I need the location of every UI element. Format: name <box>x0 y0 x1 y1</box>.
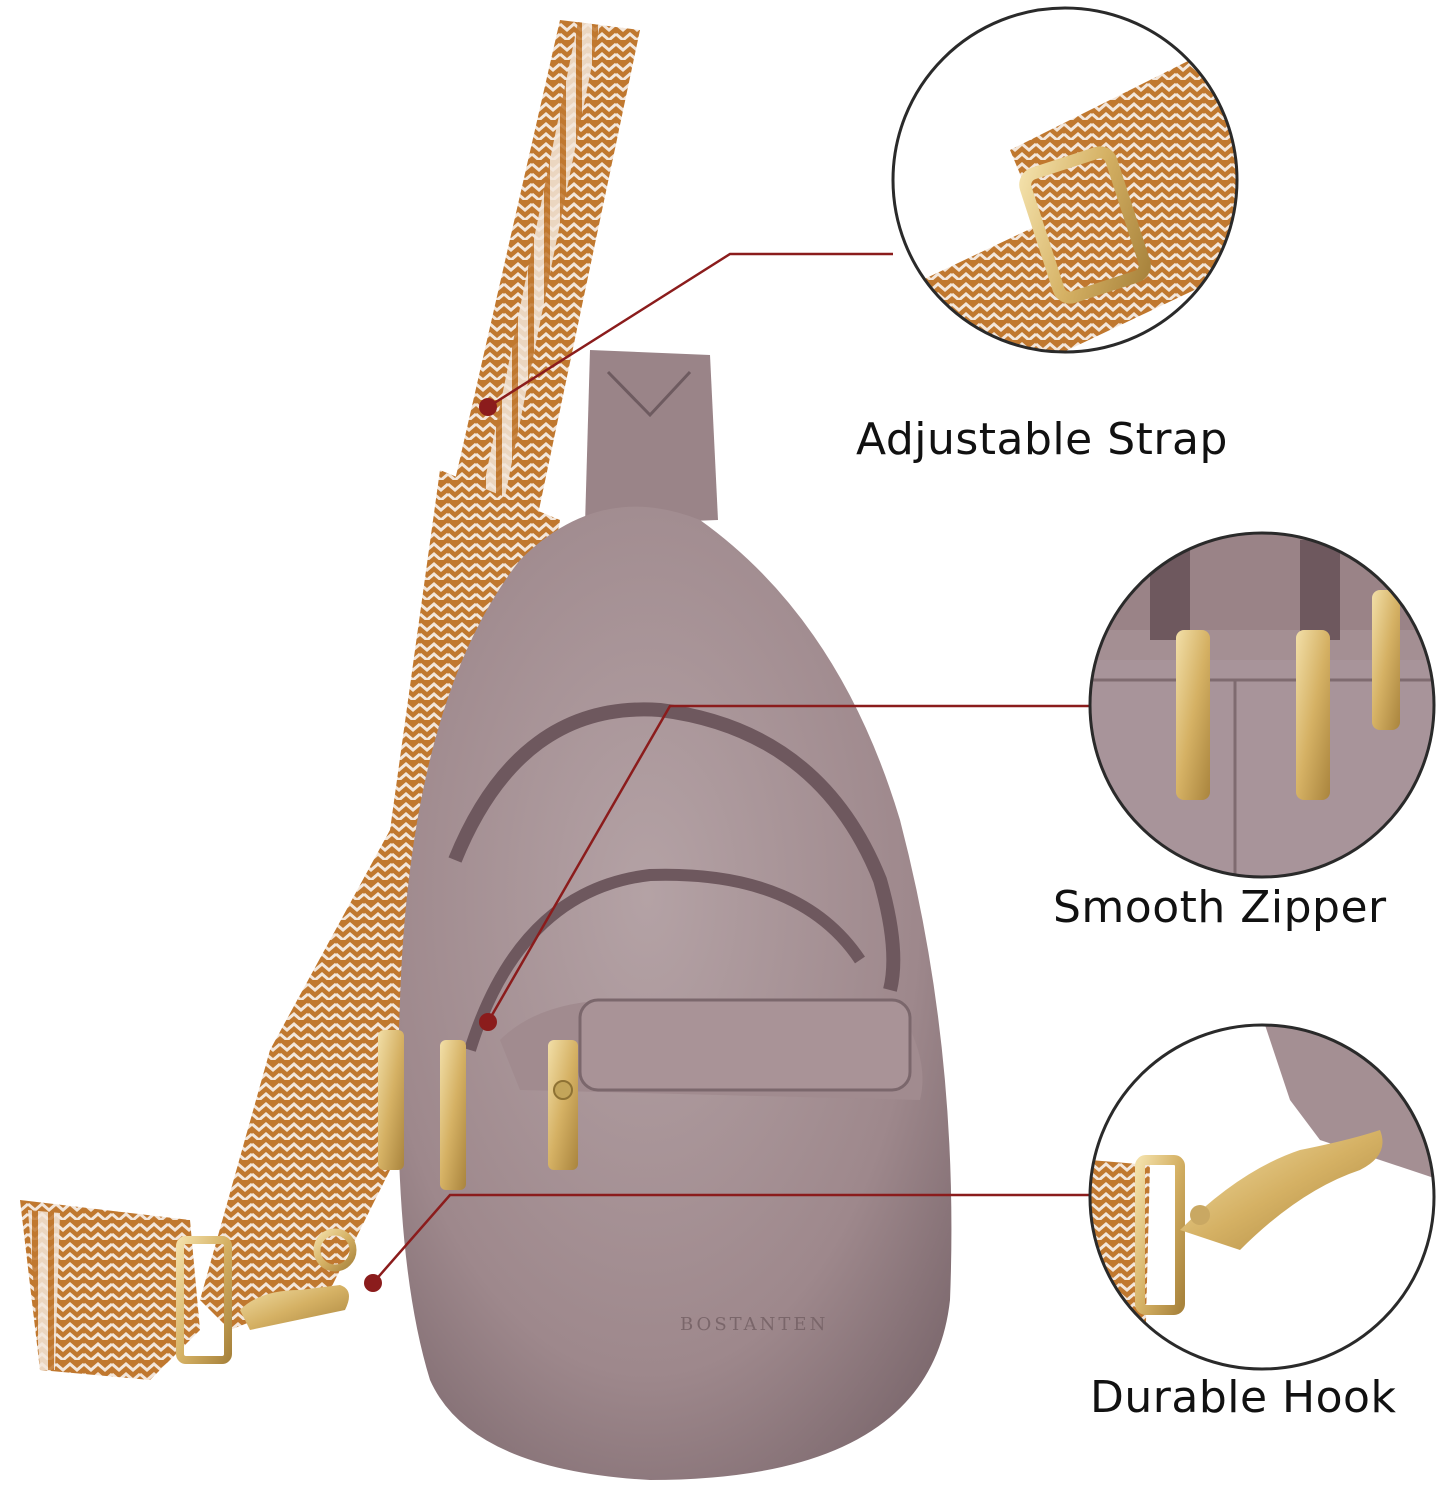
feature-label-adjustable-strap: Adjustable Strap <box>856 414 1228 465</box>
zoom-circle-strap <box>891 6 1239 354</box>
brand-imprint: BOSTANTEN <box>680 1314 828 1335</box>
zipper-pull-icon <box>378 1030 578 1190</box>
slider-buckle-icon <box>1019 146 1151 304</box>
callout-dot-icon <box>364 398 497 1292</box>
zoom-circle-zipper <box>1088 531 1436 879</box>
zoom-circle-hook <box>1088 1023 1436 1371</box>
callout-lines <box>372 252 1110 1284</box>
sling-bag: BOSTANTEN <box>176 350 952 1481</box>
snap-hook-icon <box>176 1228 357 1364</box>
feature-label-smooth-zipper: Smooth Zipper <box>1053 882 1387 933</box>
feature-label-durable-hook: Durable Hook <box>1090 1372 1397 1423</box>
